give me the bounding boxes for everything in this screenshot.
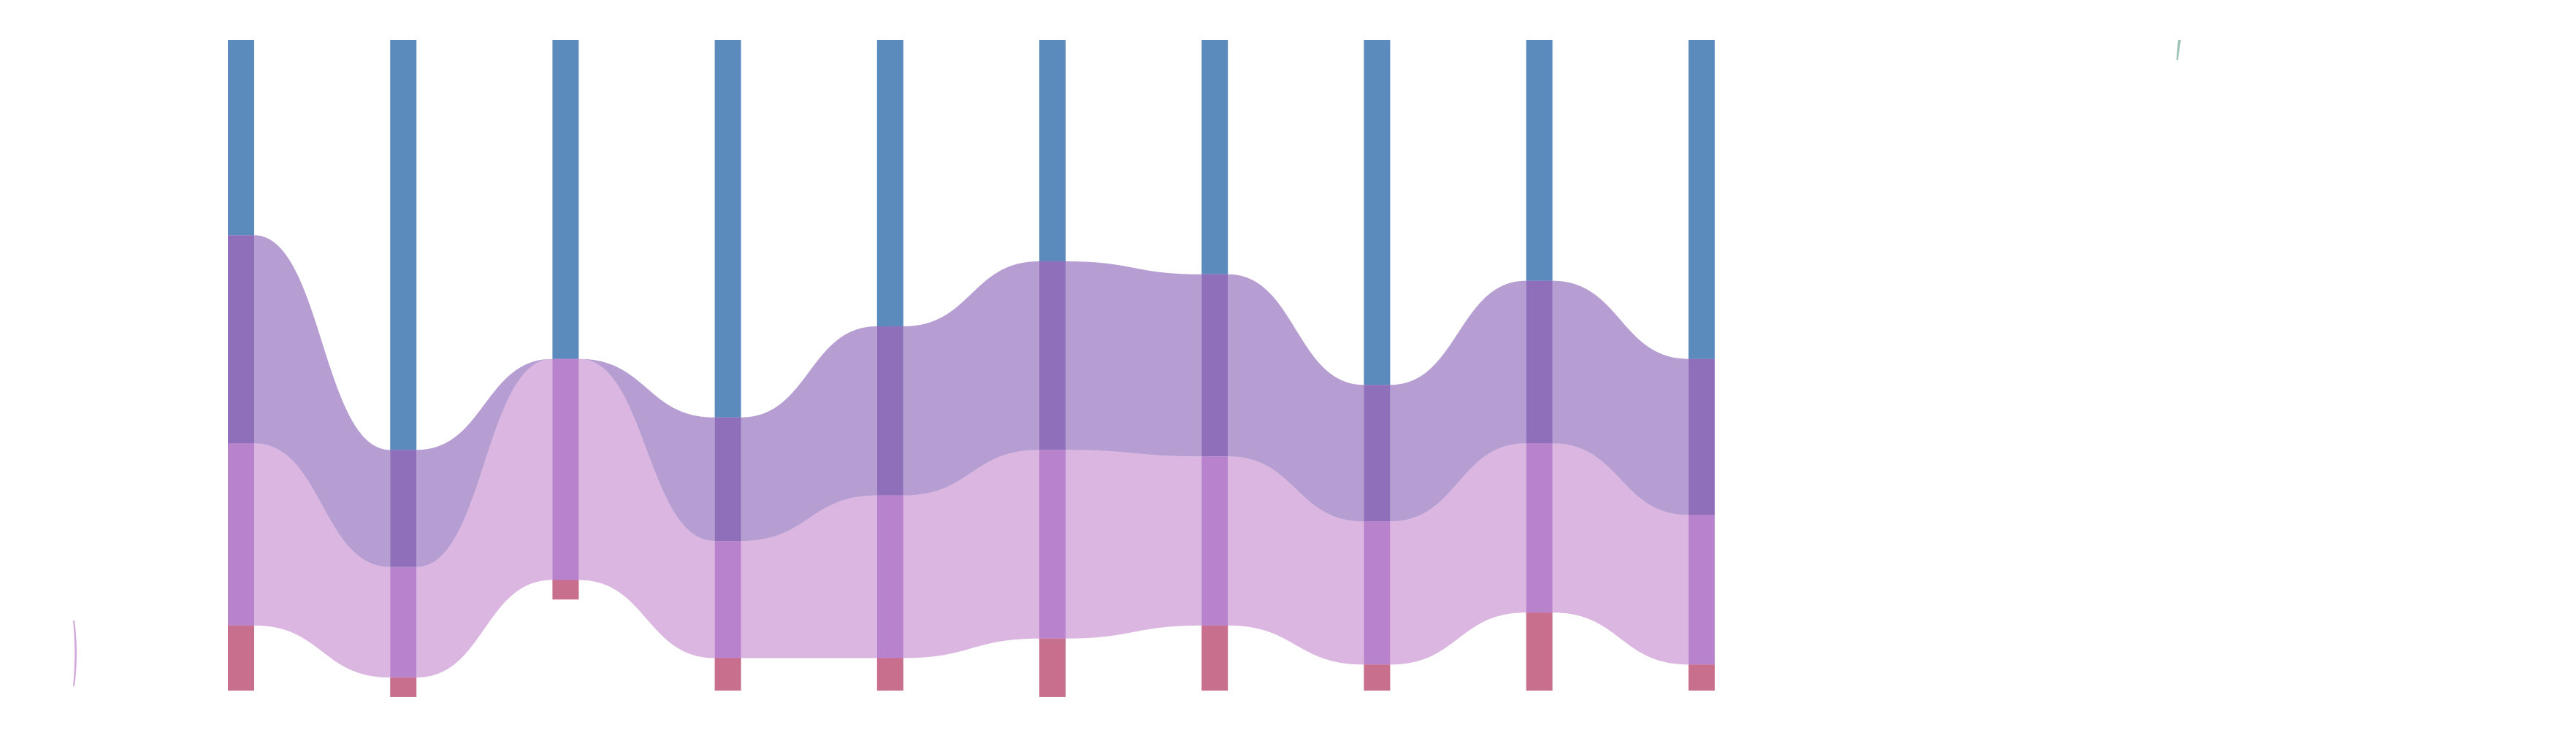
axis-1-segment-purple	[228, 235, 254, 444]
axis-bars-layer	[228, 40, 1715, 697]
axis-3-segment-pink	[552, 580, 579, 600]
axis-10-segment-violet	[1688, 515, 1715, 665]
axis-9-segment-blue	[1526, 40, 1553, 281]
axis-8-segment-blue	[1364, 40, 1391, 385]
axis-9-segment-purple	[1526, 280, 1553, 444]
ribbon-violet-7-8	[1228, 456, 1364, 665]
axis-4-segment-pink	[714, 658, 741, 691]
axis-2-segment-pink	[390, 677, 417, 697]
ribbon-purple-7-8	[1228, 274, 1364, 522]
axis-2-segment-blue	[390, 40, 417, 450]
axis-7-segment-blue	[1201, 40, 1228, 274]
ribbon-purple-8-9	[1390, 280, 1526, 522]
axis-1-segment-blue	[228, 40, 254, 236]
axis-9-segment-pink	[1526, 612, 1553, 691]
stray-mark-right	[2176, 40, 2181, 60]
ribbon-layer	[254, 235, 1689, 678]
axis-8-segment-pink	[1364, 664, 1391, 691]
axis-8-segment-purple	[1364, 385, 1391, 522]
axis-5-segment-purple	[876, 326, 903, 496]
ribbon-violet-4-5	[741, 495, 877, 658]
ribbon-purple-1-2	[254, 235, 391, 567]
axis-2-segment-purple	[390, 450, 417, 567]
ribbon-purple-2-3	[416, 358, 553, 567]
axis-8-segment-violet	[1364, 521, 1391, 665]
ribbon-purple-3-4	[578, 358, 715, 542]
ribbon-purple-6-7	[1066, 261, 1202, 457]
axis-10-segment-pink	[1688, 664, 1715, 691]
axis-7-segment-violet	[1201, 456, 1228, 626]
axis-5-segment-pink	[876, 658, 903, 691]
axis-6-segment-violet	[1039, 450, 1066, 639]
ribbon-violet-3-4	[578, 358, 715, 658]
axis-6-segment-purple	[1039, 261, 1066, 450]
axis-6-segment-blue	[1039, 40, 1066, 261]
axis-2-segment-violet	[390, 566, 417, 678]
stray-mark-left	[73, 620, 77, 686]
axis-5-segment-blue	[876, 40, 903, 327]
axis-7-segment-pink	[1201, 625, 1228, 691]
axis-1-segment-violet	[228, 443, 254, 626]
ribbon-purple-4-5	[741, 326, 877, 542]
axis-3-segment-violet	[552, 358, 579, 580]
ribbon-purple-9-10	[1552, 280, 1689, 515]
axis-5-segment-violet	[876, 495, 903, 658]
axis-6-segment-pink	[1039, 638, 1066, 697]
ribbon-violet-2-3	[416, 358, 553, 678]
ribbon-violet-8-9	[1390, 443, 1526, 665]
axis-10-segment-purple	[1688, 358, 1715, 515]
axis-4-segment-purple	[714, 417, 741, 542]
axis-9-segment-violet	[1526, 443, 1553, 613]
axis-10-segment-blue	[1688, 40, 1715, 359]
axis-4-segment-violet	[714, 541, 741, 658]
ribbon-violet-9-10	[1552, 443, 1689, 665]
axis-7-segment-purple	[1201, 274, 1228, 457]
axis-3-segment-blue	[552, 40, 579, 359]
ribbon-purple-5-6	[903, 261, 1039, 496]
ribbon-violet-6-7	[1066, 450, 1202, 639]
ribbon-violet-1-2	[254, 443, 391, 678]
ribbon-violet-5-6	[903, 450, 1039, 658]
axis-1-segment-pink	[228, 625, 254, 691]
axis-4-segment-blue	[714, 40, 741, 418]
stray-marks-layer	[73, 40, 2181, 686]
